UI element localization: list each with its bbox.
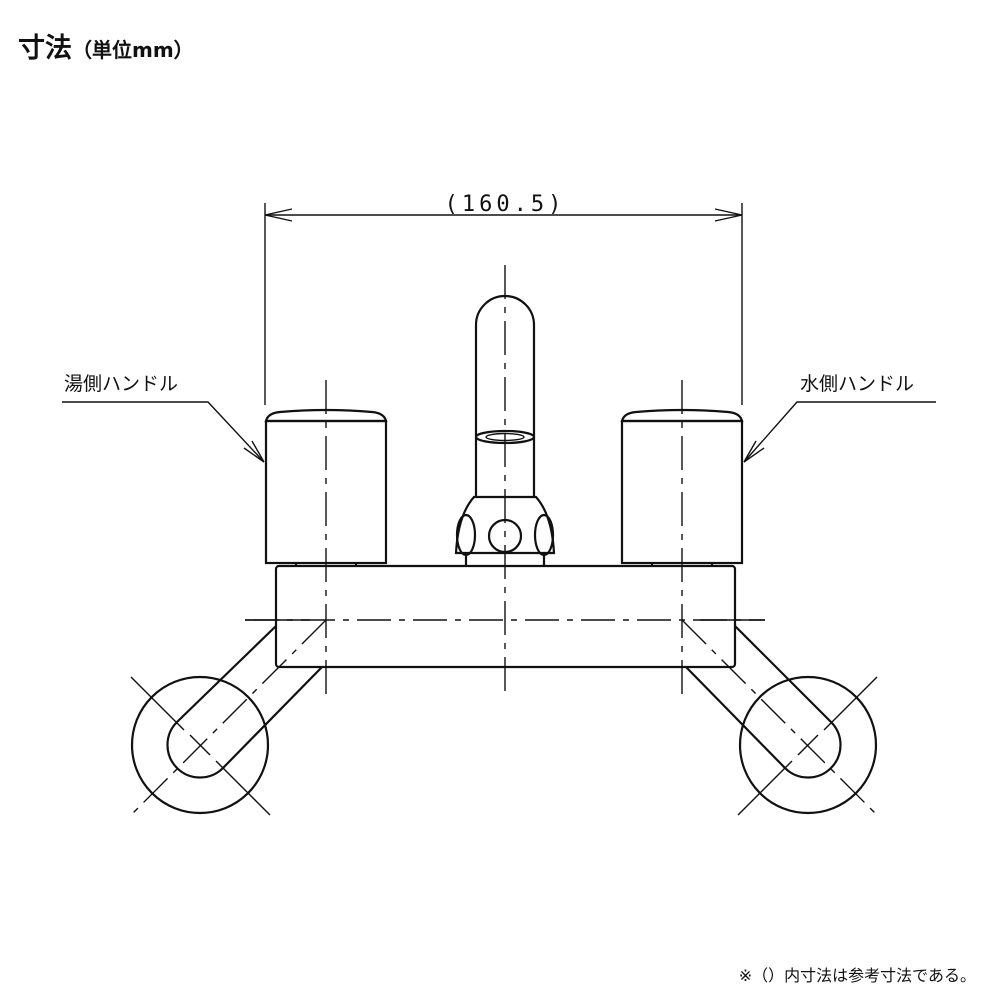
left-elbow [130, 619, 327, 816]
footnote: ※（）内寸法は参考寸法である。 [738, 966, 976, 985]
spout [454, 294, 556, 567]
width-dimension-label: (160.5) [445, 192, 566, 217]
title-main: 寸法 [18, 33, 72, 64]
width-dimension: (160.5) [264, 192, 743, 405]
right-elbow [681, 619, 878, 816]
hot-handle-label: 湯側ハンドル [64, 373, 178, 395]
faucet-body [274, 564, 737, 669]
cold-handle [620, 408, 744, 567]
cold-handle-leader: 水側ハンドル [743, 373, 936, 463]
title-unit: （単位mm） [72, 38, 194, 62]
cold-handle-label: 水側ハンドル [800, 373, 914, 395]
page-title: 寸法（単位mm） [18, 26, 194, 65]
center-lines [245, 265, 765, 697]
hot-handle [264, 408, 388, 567]
hot-handle-leader: 湯側ハンドル [62, 373, 265, 463]
